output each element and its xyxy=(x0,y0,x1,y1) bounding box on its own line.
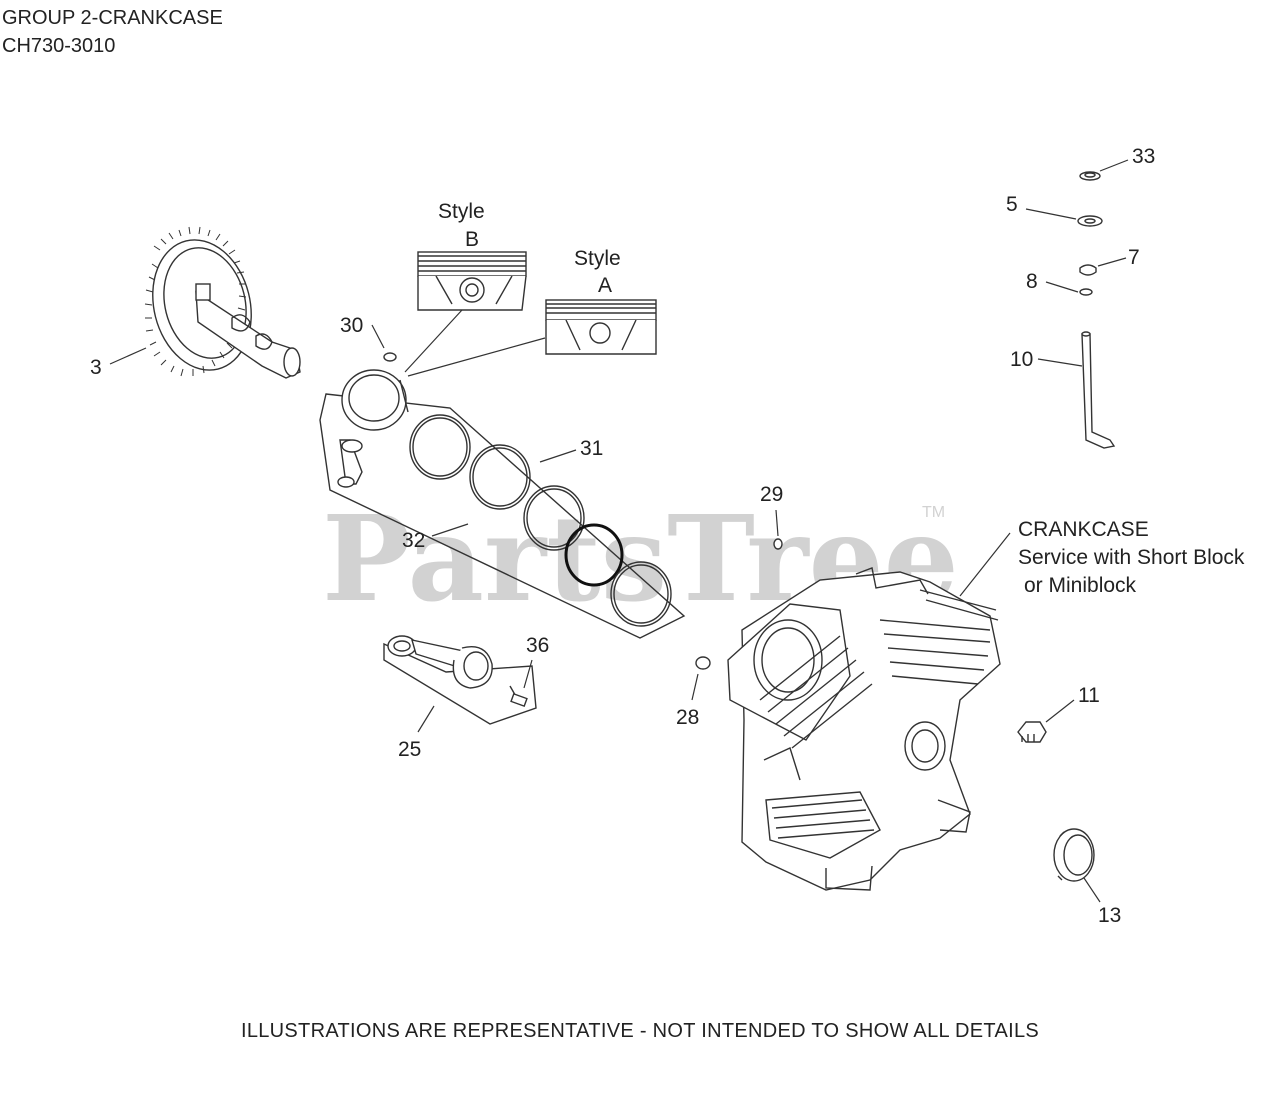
dowel-pin-28[interactable] xyxy=(695,656,711,670)
callout-28[interactable]: 28 xyxy=(676,706,699,729)
callout-8[interactable]: 8 xyxy=(1026,270,1038,293)
callout-31[interactable]: 31 xyxy=(580,437,603,460)
style-b-letter: B xyxy=(465,228,479,251)
drain-plug-part[interactable] xyxy=(1017,721,1047,743)
piston-style-a[interactable] xyxy=(545,299,657,355)
washer-part-5[interactable] xyxy=(1077,215,1103,227)
camshaft-part[interactable] xyxy=(139,226,301,381)
watermark-tm: TM xyxy=(922,504,945,521)
rod-bolt-part[interactable] xyxy=(509,685,528,708)
callout-25[interactable]: 25 xyxy=(398,738,421,761)
callout-29[interactable]: 29 xyxy=(760,483,783,506)
disclaimer-text: ILLUSTRATIONS ARE REPRESENTATIVE - NOT I… xyxy=(240,1020,1040,1042)
dipstick-tube-part[interactable] xyxy=(1081,331,1116,449)
crankcase-note-line1: Service with Short Block xyxy=(1018,546,1245,569)
piston-assembly-part[interactable] xyxy=(337,369,409,488)
piston-style-b[interactable] xyxy=(417,251,527,311)
callout-32[interactable]: 32 xyxy=(402,529,425,552)
model-number: CH730-3010 xyxy=(2,35,116,57)
dowel-pin-29[interactable] xyxy=(773,538,783,550)
callout-13[interactable]: 13 xyxy=(1098,904,1121,927)
callout-7[interactable]: 7 xyxy=(1128,246,1140,269)
style-b-word: Style xyxy=(438,200,485,223)
callout-3[interactable]: 3 xyxy=(90,356,102,379)
crankcase-title: CRANKCASE xyxy=(1018,518,1149,541)
style-a-letter: A xyxy=(598,274,612,297)
group-title: GROUP 2-CRANKCASE xyxy=(2,7,223,29)
circlip-part[interactable] xyxy=(383,352,397,362)
crankcase-note-line2: or Miniblock xyxy=(1024,574,1137,597)
piston-ring-set[interactable] xyxy=(409,414,672,627)
style-a-word: Style xyxy=(574,247,621,270)
crankcase-block-part[interactable] xyxy=(727,567,1001,891)
callout-10[interactable]: 10 xyxy=(1010,348,1033,371)
callout-30[interactable]: 30 xyxy=(340,314,363,337)
callout-5[interactable]: 5 xyxy=(1006,193,1018,216)
callout-11[interactable]: 11 xyxy=(1078,684,1100,707)
seal-part-7[interactable] xyxy=(1079,264,1097,276)
connecting-rod-part[interactable] xyxy=(387,635,493,689)
ring-part-8[interactable] xyxy=(1079,288,1093,296)
callout-33[interactable]: 33 xyxy=(1132,145,1155,168)
oil-seal-part[interactable] xyxy=(1053,828,1095,882)
callout-36[interactable]: 36 xyxy=(526,634,549,657)
